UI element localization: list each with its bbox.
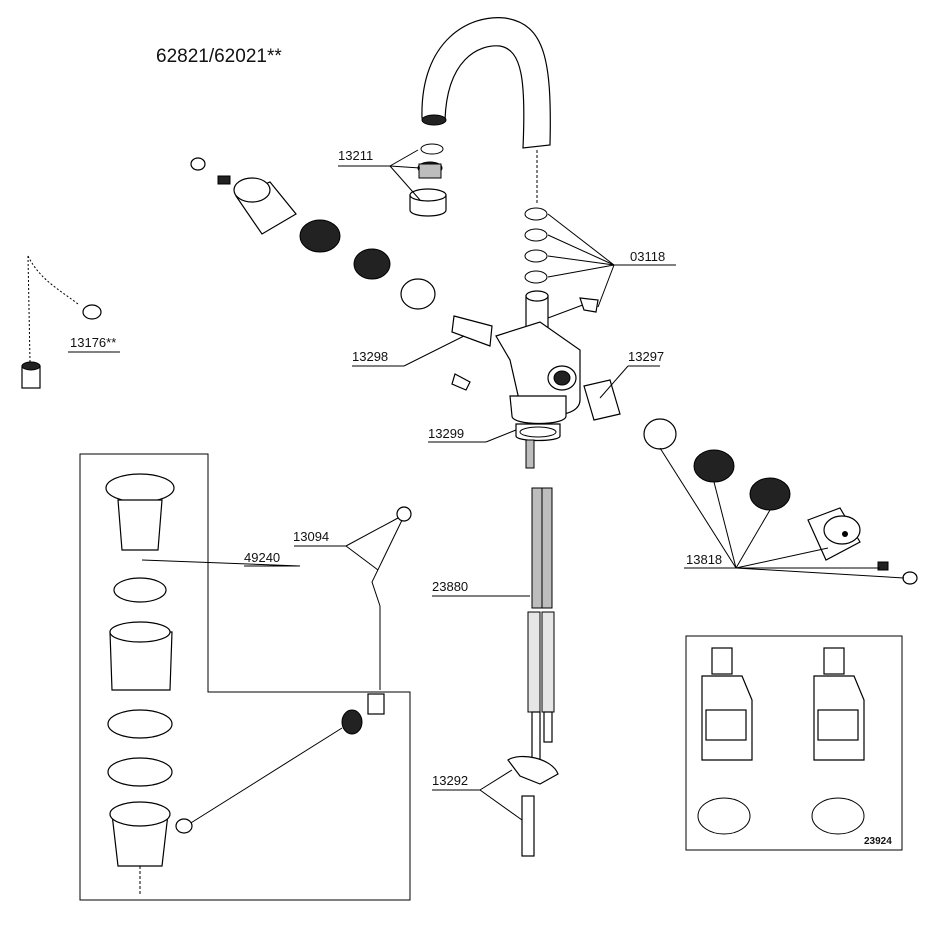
- callout-13298: 13298: [352, 349, 389, 364]
- model-number-title: 62821/62021**: [156, 46, 282, 67]
- mixer-body: [451, 290, 599, 442]
- callout-13176: 13176**: [70, 335, 117, 350]
- callout-13211: 13211: [338, 148, 374, 163]
- flex-hoses: [432, 439, 555, 763]
- callout-13094: 13094: [293, 529, 330, 544]
- callout-13818: 13818: [686, 552, 723, 567]
- spout: [421, 17, 551, 205]
- base-ring: [428, 429, 517, 443]
- right-handle-assembly: [583, 365, 918, 585]
- callout-13292: 13292: [432, 773, 469, 788]
- callout-23880: 23880: [432, 579, 469, 594]
- mounting-kit: [432, 755, 559, 857]
- waste-assembly-box: [79, 453, 412, 901]
- callout-13297: 13297: [628, 349, 665, 364]
- cartridge-inset: [685, 635, 903, 851]
- aerator-parts: [338, 143, 447, 217]
- chain-plug: [21, 255, 120, 389]
- callout-03118: 03118: [630, 249, 666, 264]
- callout-49240: 49240: [244, 550, 281, 565]
- o-ring-set: [524, 207, 676, 308]
- left-handle-assembly: [190, 157, 493, 367]
- callout-23924: 23924: [864, 836, 892, 847]
- callout-13299: 13299: [428, 426, 465, 441]
